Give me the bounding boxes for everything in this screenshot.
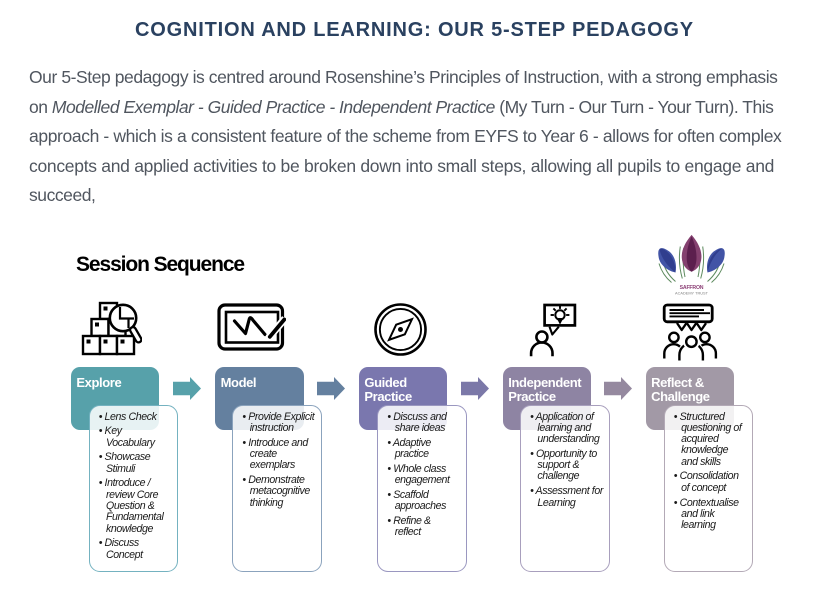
svg-text:ACADEMY TRUST: ACADEMY TRUST (675, 291, 709, 295)
svg-text:SAFFRON: SAFFRON (680, 285, 704, 291)
